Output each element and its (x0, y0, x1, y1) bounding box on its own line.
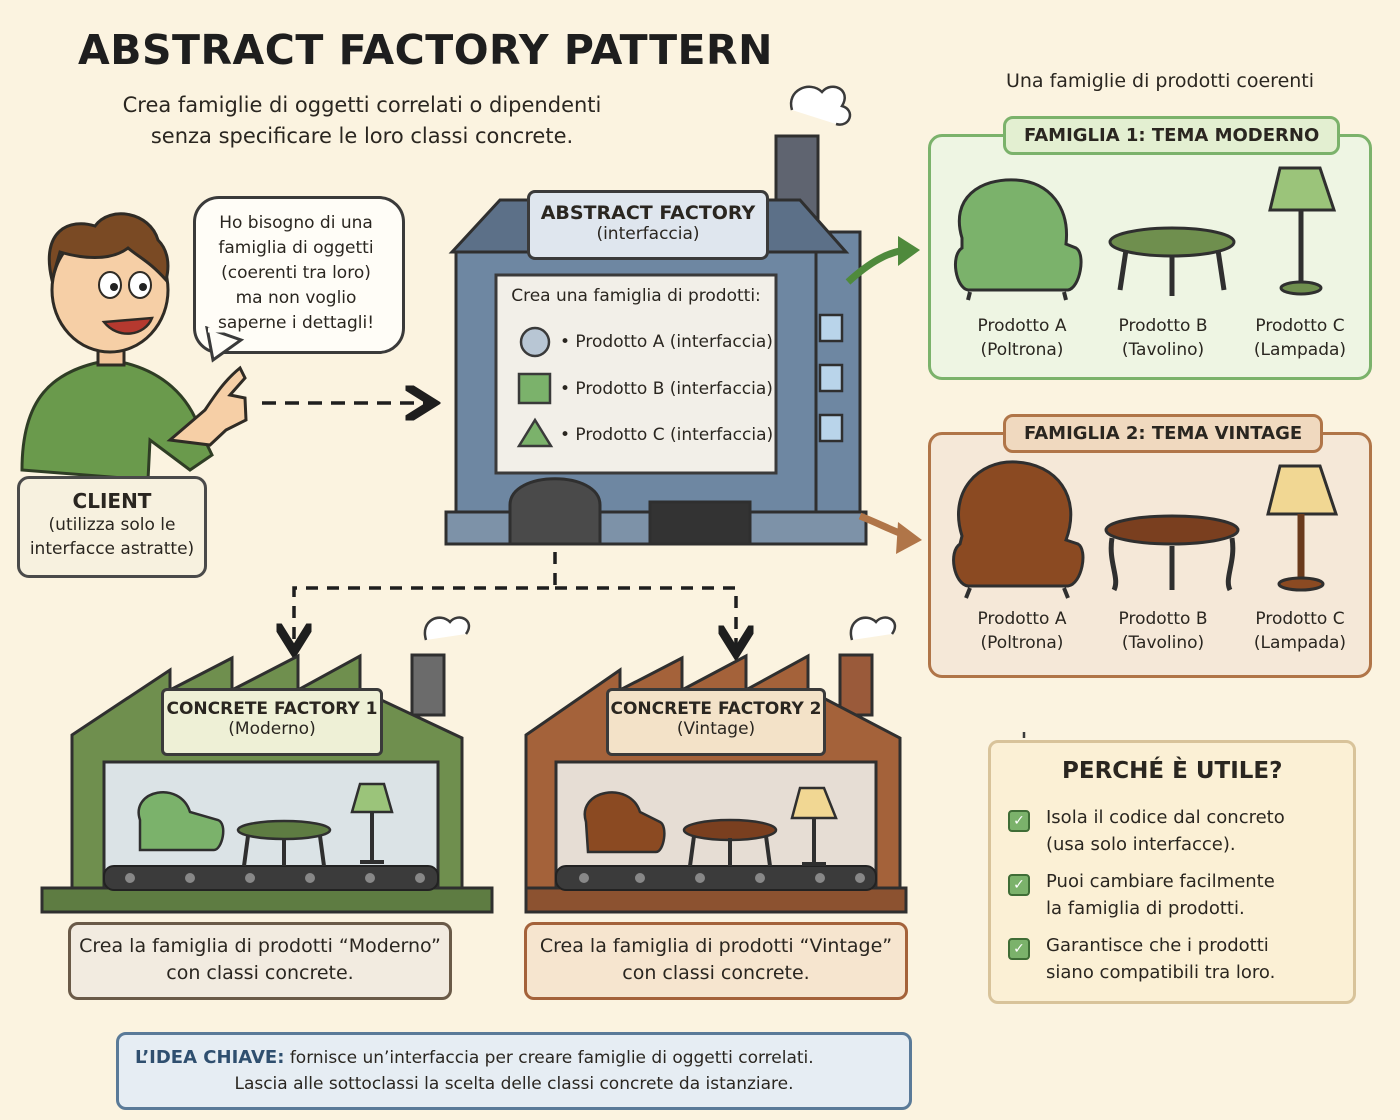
lamp-icon (1268, 166, 1337, 296)
triangle-icon (516, 417, 554, 448)
family-1-product-b: Prodotto B(Tavolino) (1118, 316, 1208, 360)
concrete-factory-2-title: CONCRETE FACTORY 2 (610, 699, 822, 719)
coffee-table-icon (1104, 514, 1240, 592)
family-2-product-a: Prodotto A(Poltrona) (977, 609, 1067, 653)
family-2-products (952, 460, 1339, 599)
concrete-factory-1-subtitle: (Moderno) (228, 719, 316, 739)
client-sublabel: interfacce astratte) (29, 539, 195, 559)
page-title: ABSTRACT FACTORY PATTERN (78, 26, 773, 74)
speech-line: ma non voglio (235, 288, 357, 308)
client-person-icon (20, 212, 248, 482)
why-title: PERCHÉ È UTILE? (1062, 758, 1283, 784)
speech-line: (coerenti tra loro) (221, 263, 371, 283)
family-1-title: FAMIGLIA 1: TEMA MODERNO (1003, 116, 1341, 155)
caption-line: con classi concrete. (622, 962, 810, 984)
product-c-interface: • Prodotto C (interfaccia) (560, 425, 774, 445)
factory-fork-arrows (294, 552, 736, 650)
square-icon (517, 372, 552, 405)
check-icon: ✓ (1008, 938, 1030, 960)
coffee-table-icon (1108, 226, 1236, 296)
family-1-product-a: Prodotto A(Poltrona) (977, 316, 1067, 360)
concrete-factory-2-building-icon (524, 616, 908, 914)
families-heading: Una famiglie di prodotti coerenti (1005, 70, 1315, 92)
client-sublabel: (utilizza solo le (48, 515, 176, 535)
product-a-interface: • Prodotto A (interfaccia) (560, 332, 773, 352)
caption-line: con classi concrete. (166, 962, 354, 984)
why-box (988, 740, 1356, 1004)
family-1-products (953, 166, 1337, 301)
abstract-factory-subtitle: (interfaccia) (596, 224, 700, 244)
product-b-interface: • Prodotto B (interfaccia) (560, 379, 773, 399)
family-2-title: FAMIGLIA 2: TEMA VINTAGE (1003, 414, 1324, 453)
board-heading: Crea una famiglia di prodotti: (511, 286, 761, 306)
speech-line: Ho bisogno di una (219, 213, 373, 233)
family-2-product-b: Prodotto B(Tavolino) (1118, 609, 1208, 653)
key-idea-label: L’IDEA CHIAVE: (135, 1047, 285, 1068)
client-label: CLIENT (72, 489, 152, 513)
concrete-factory-1-sign: CONCRETE FACTORY 1 (Moderno) (161, 688, 383, 756)
subtitle-line: senza specificare le loro classi concret… (150, 124, 574, 148)
client-label-box: CLIENT (utilizza solo le interfacce astr… (17, 476, 207, 578)
arrow-head-family-1 (898, 236, 920, 266)
speech-text: Ho bisogno di una famiglia di oggetti (c… (196, 211, 396, 336)
concrete-factory-2-caption: Crea la famiglia di prodotti “Vintage” c… (524, 922, 908, 1000)
concrete-factory-1-caption: Crea la famiglia di prodotti “Moderno” c… (68, 922, 452, 1000)
concrete-factory-1-building-icon (40, 616, 494, 914)
why-item-1: Isola il codice dal concreto(usa solo in… (1046, 807, 1285, 855)
check-icon: ✓ (1008, 874, 1030, 896)
armchair-icon (952, 460, 1085, 599)
abstract-factory-sign: ABSTRACT FACTORY (interfaccia) (527, 190, 769, 260)
concrete-factory-2-subtitle: (Vintage) (676, 719, 756, 739)
concrete-factory-2-sign: CONCRETE FACTORY 2 (Vintage) (606, 688, 826, 756)
family-1-product-c: Prodotto C(Lampada) (1253, 316, 1347, 360)
lamp-icon (1266, 464, 1339, 592)
speech-bubble-tail (205, 326, 245, 363)
arrow-head-family-2 (896, 522, 922, 554)
abstract-factory-title: ABSTRACT FACTORY (540, 202, 756, 224)
key-idea-text: fornisce un’interfaccia per creare famig… (289, 1048, 814, 1068)
check-icon: ✓ (1008, 810, 1030, 832)
key-idea-line-1: L’IDEA CHIAVE: fornisce un’interfaccia p… (135, 1045, 909, 1071)
speech-line: famiglia di oggetti (218, 238, 374, 258)
caption-line: Crea la famiglia di prodotti “Vintage” (539, 935, 893, 957)
family-2-product-c: Prodotto C(Lampada) (1253, 609, 1347, 653)
armchair-icon (953, 178, 1083, 301)
concrete-factory-1-title: CONCRETE FACTORY 1 (166, 699, 378, 719)
subtitle-line: Crea famiglie di oggetti correlati o dip… (122, 93, 602, 117)
key-idea-box: L’IDEA CHIAVE: fornisce un’interfaccia p… (116, 1032, 912, 1110)
key-idea-line-2: Lascia alle sottoclassi la scelta delle … (234, 1074, 794, 1094)
speech-line: saperne i dettagli! (217, 313, 375, 333)
caption-line: Crea la famiglia di prodotti “Moderno” (79, 935, 441, 957)
page-subtitle: Crea famiglie di oggetti correlati o dip… (92, 90, 632, 152)
circle-icon (519, 326, 551, 358)
abstract-factory-building-icon (444, 85, 868, 546)
